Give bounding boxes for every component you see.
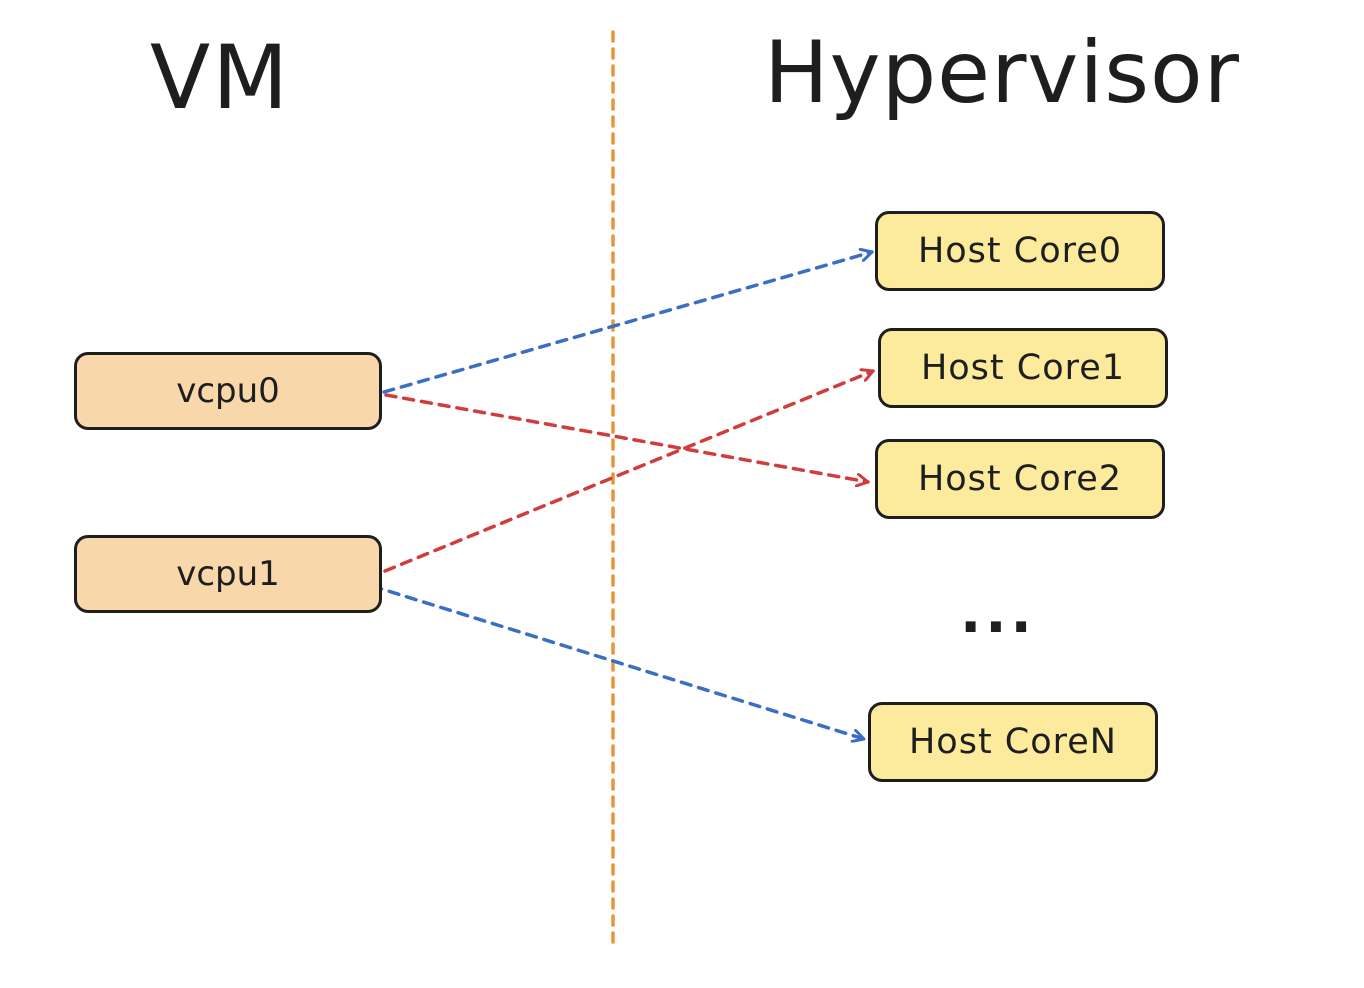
arrow-vcpu0-to-core2 xyxy=(384,393,870,482)
host-core0-box: Host Core0 xyxy=(875,211,1165,291)
host-coreN-box: Host CoreN xyxy=(868,702,1158,782)
arrow-vcpu1-to-coreN xyxy=(370,584,866,739)
host-core1-box: Host Core1 xyxy=(878,328,1168,408)
vcpu0-box: vcpu0 xyxy=(74,352,382,430)
vcpu1-box: vcpu1 xyxy=(74,535,382,613)
more-cores-ellipsis: ... xyxy=(960,581,1036,646)
hypervisor-heading: Hypervisor xyxy=(764,23,1240,123)
arrow-vcpu1-to-core1 xyxy=(383,371,875,573)
host-core2-box: Host Core2 xyxy=(875,439,1165,519)
vm-heading: VM xyxy=(150,26,291,129)
arrow-vcpu0-to-core0 xyxy=(382,252,874,394)
